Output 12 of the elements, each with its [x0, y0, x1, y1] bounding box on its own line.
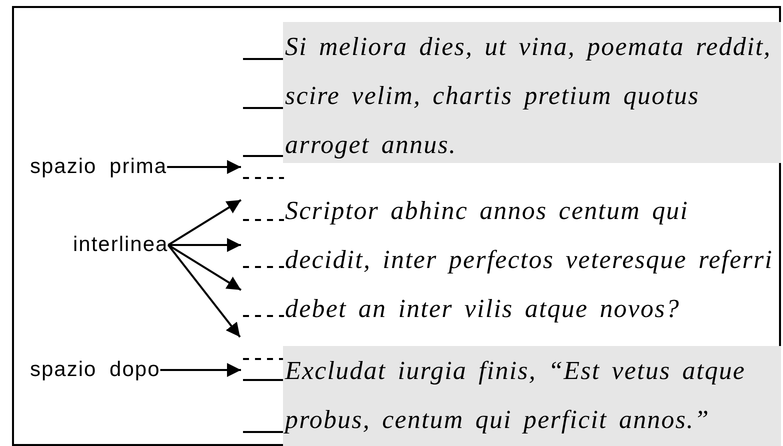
leader-arrow	[168, 244, 242, 291]
verse-paragraph: Scriptor abhinc annos centum qui decidit, inter perfectos veteresque referri debet an inter vilis atque novos?	[284, 195, 774, 325]
verse-paragraph: Si meliora dies, ut vina, poemata reddit, scire velim, chartis pretium quotus arroget annus.	[283, 22, 781, 163]
term-label: spazio dopo	[30, 359, 160, 381]
term-label: interlinea	[73, 234, 168, 256]
leader-arrow	[167, 160, 241, 174]
term-label: spazio prima	[30, 156, 168, 178]
leader-arrow	[167, 244, 241, 338]
leader-arrow	[160, 363, 241, 377]
verse-paragraph: Excludat iurgia finis, “Est vetus atque probus, centum qui perficit annos.”	[283, 346, 781, 446]
leader-arrow	[168, 199, 242, 246]
leader-arrow	[168, 238, 241, 252]
